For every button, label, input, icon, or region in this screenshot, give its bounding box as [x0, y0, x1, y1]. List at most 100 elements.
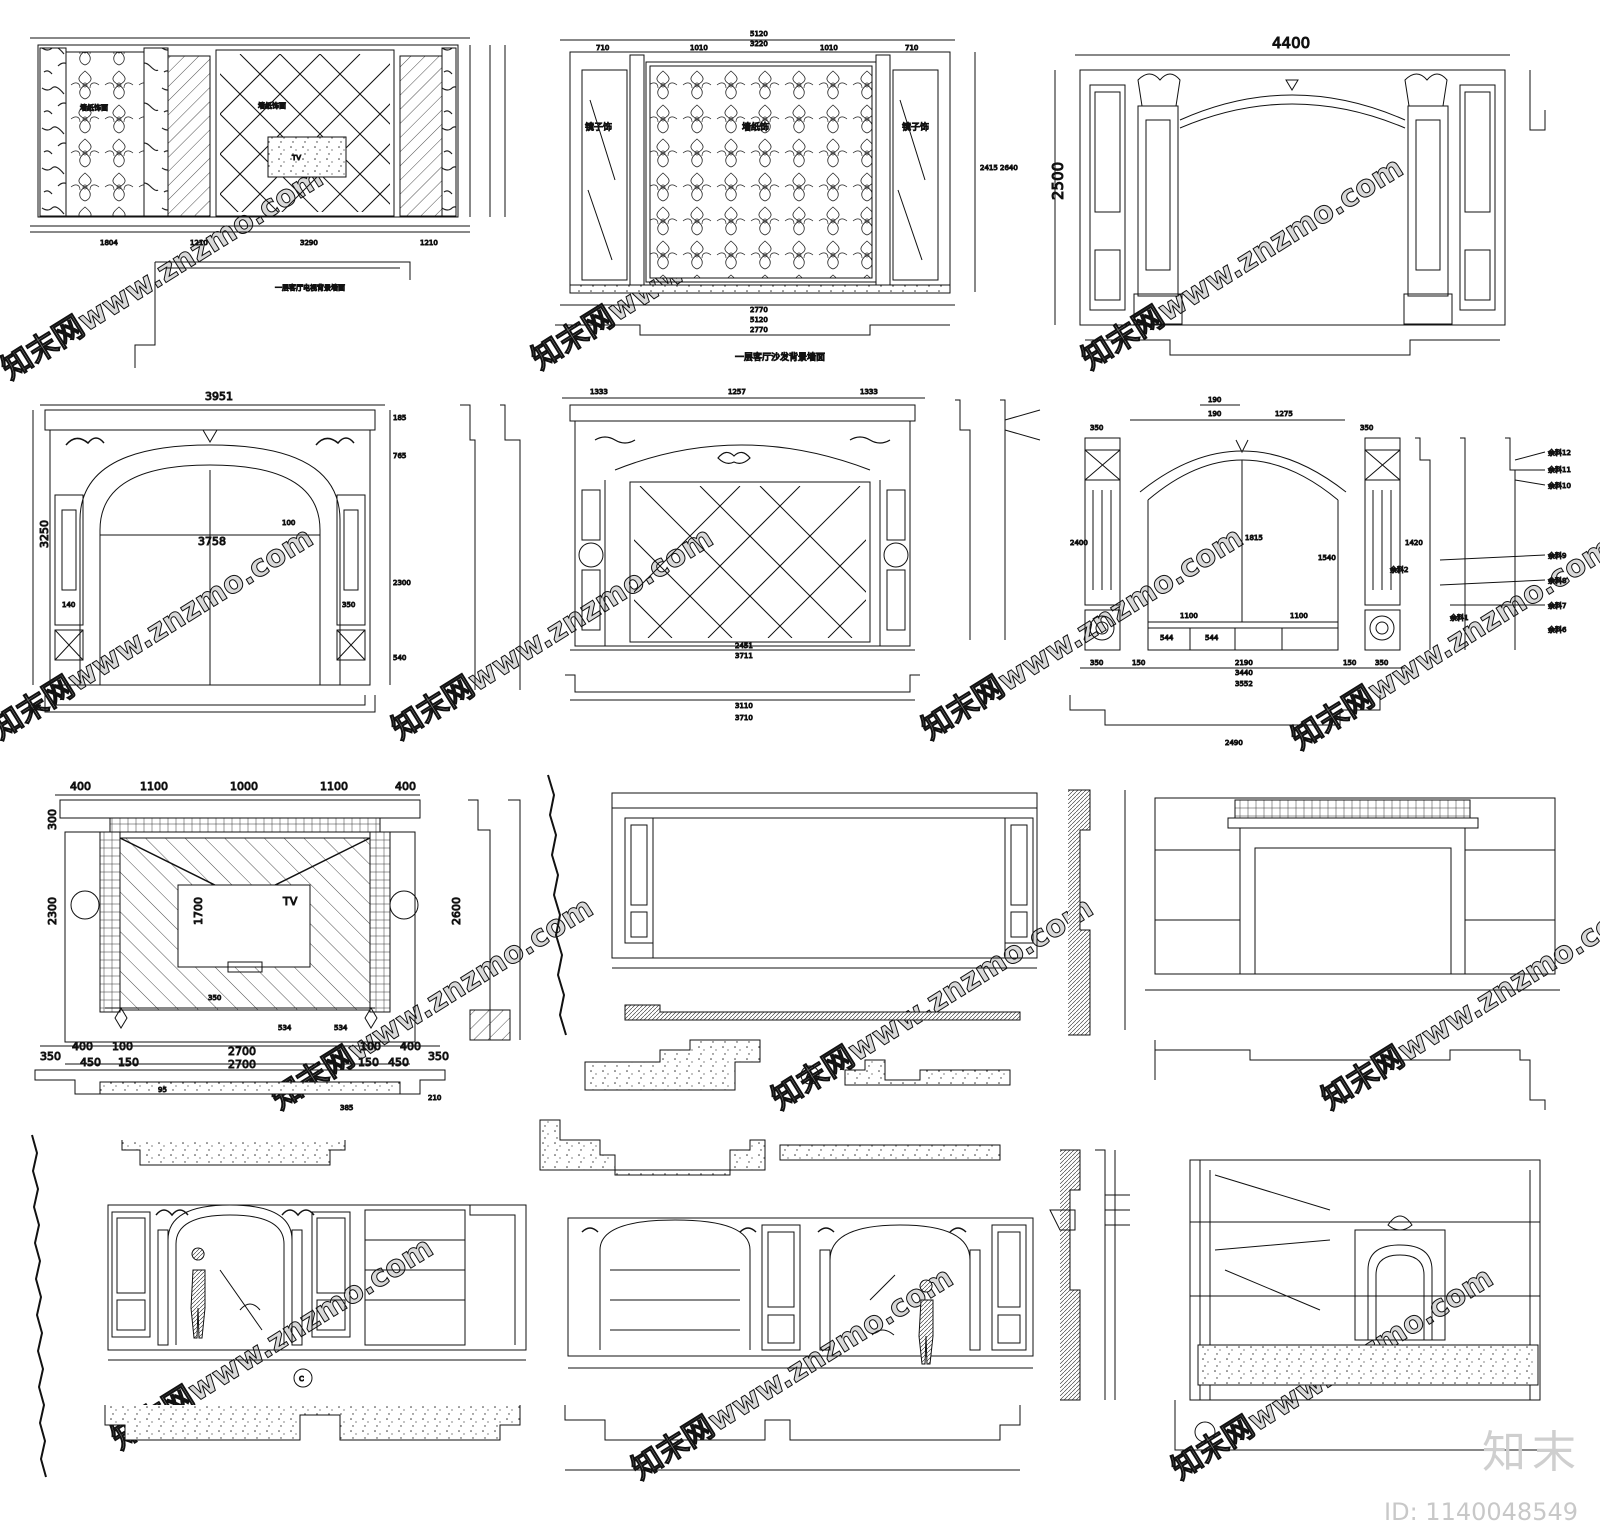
- dim: 350: [1375, 659, 1388, 667]
- dim: 3220: [750, 40, 768, 48]
- dim: 100: [282, 519, 295, 527]
- dim: 544: [1160, 634, 1174, 642]
- dim: 5120: [750, 316, 768, 324]
- dim: 1700: [192, 897, 205, 925]
- dim-width: 3951: [205, 390, 233, 403]
- panel-title: 一层客厅电视背景墙面: [275, 283, 345, 292]
- panel-framed-wall-sections: A: [547, 774, 1126, 1091]
- watermark: 知末网www.znzmo.com: [1316, 890, 1600, 1117]
- material-tag: 余料7: [1548, 601, 1566, 610]
- wallpaper-label: 墙纸饰面: [258, 101, 286, 110]
- material-tag: 余料1: [1450, 613, 1468, 622]
- dim: 100: [360, 1040, 381, 1053]
- dim: 1333: [590, 388, 608, 396]
- diamond-panel: [634, 486, 866, 638]
- dim: 350: [208, 994, 221, 1002]
- diamond-panel: [220, 54, 390, 212]
- watermark: 知末网www.znzmo.com: [386, 520, 720, 747]
- dim: 400: [70, 780, 91, 793]
- watermark: 知末网www.znzmo.com: [916, 520, 1250, 747]
- dim: 534: [278, 1024, 292, 1032]
- mirror-label: 镜子饰: [902, 121, 929, 133]
- dim: 150: [1343, 659, 1356, 667]
- dim: 140: [62, 601, 75, 609]
- panel-wide-arch-wall: [539, 1119, 1034, 1471]
- dim: 2300: [393, 579, 411, 587]
- dim: 350: [1090, 659, 1103, 667]
- wallpaper-label: 墙纸饰面: [80, 103, 108, 112]
- material-tag: 余料2: [1390, 565, 1408, 574]
- dim: 540: [393, 654, 406, 662]
- dim: 1010: [820, 44, 838, 52]
- panel-arch-wall-4400: 4400 2500: [1049, 34, 1546, 356]
- dim: 1420: [1405, 539, 1423, 547]
- dim: 765: [393, 452, 406, 460]
- dim: 2451: [735, 642, 753, 650]
- dim: 350: [40, 1050, 61, 1063]
- dim: 2700: [228, 1058, 256, 1071]
- watermark: 知末网www.znzmo.com: [626, 1260, 960, 1487]
- dim: 2300: [46, 897, 59, 925]
- dim: 1540: [1318, 554, 1336, 562]
- dim: 1100: [320, 780, 348, 793]
- dim: 190: [1208, 396, 1221, 404]
- dim: 2700: [228, 1045, 256, 1058]
- dim: 2770: [750, 326, 768, 334]
- wallpaper-label: 墙纸饰: [742, 121, 769, 133]
- dim: 2190: [1235, 659, 1253, 667]
- dim: 2770: [750, 306, 768, 314]
- dim: 544: [1205, 634, 1219, 642]
- dim: 150: [1132, 659, 1145, 667]
- panel-title: 一层客厅沙发背景墙面: [735, 351, 825, 363]
- dim: 1100: [1180, 612, 1198, 620]
- dim: 2490: [1225, 739, 1243, 747]
- panel-section-detail: [1049, 1149, 1130, 1401]
- dim: 2640: [1000, 164, 1018, 172]
- panel-arch-cabinet-wall: 190 190 1275 350 350 544 544 1100: [1069, 396, 1571, 748]
- material-tag: 余料6: [1548, 625, 1567, 634]
- dim: 350: [1360, 424, 1373, 432]
- dim: 210: [428, 1094, 441, 1102]
- dim: 2600: [450, 897, 463, 925]
- dim: 400: [72, 1040, 93, 1053]
- mirror-label: 镜子饰: [585, 121, 612, 133]
- dim: 2415: [980, 164, 998, 172]
- dim: 3711: [735, 652, 753, 660]
- panel-diamond-wall: 1333 1257 1333 2451 3711 3110 3710: [562, 388, 1041, 723]
- dim: 100: [112, 1040, 133, 1053]
- panel-fireplace-overview: [1174, 1159, 1541, 1451]
- dim: 400: [395, 780, 416, 793]
- dim: 1000: [230, 780, 258, 793]
- material-tag: 余料12: [1548, 448, 1571, 457]
- panel-arch-wall-figure: C: [31, 1134, 527, 1478]
- dim: 350: [428, 1050, 449, 1063]
- dim: 1210: [190, 239, 208, 247]
- material-tag: 余料8: [1548, 576, 1566, 585]
- dim: 185: [393, 414, 406, 422]
- dim: 1100: [140, 780, 168, 793]
- dim: 450: [388, 1056, 409, 1069]
- dim: 1210: [420, 239, 438, 247]
- dim: 1010: [690, 44, 708, 52]
- image-id: ID: 1140048549: [1384, 1498, 1578, 1526]
- dim: 3290: [300, 239, 318, 247]
- dim: 300: [46, 809, 59, 830]
- dim: 350: [1090, 424, 1103, 432]
- dim-height: 2500: [1049, 162, 1067, 200]
- section-marker: C: [299, 1375, 304, 1383]
- dim: 710: [596, 44, 609, 52]
- dim: 95: [158, 1086, 167, 1094]
- dim: 1333: [860, 388, 878, 396]
- watermark: 知末网www.znzmo.com: [0, 520, 320, 747]
- dim: 190: [1208, 410, 1221, 418]
- watermark: 知末网www.znzmo.com: [1076, 150, 1410, 377]
- dim-width: 4400: [1272, 34, 1310, 52]
- dim: 534: [334, 1024, 348, 1032]
- material-tag: 余料10: [1548, 481, 1571, 490]
- dim: 1275: [1275, 410, 1293, 418]
- dim: 3110: [735, 702, 753, 710]
- dim: 1815: [1245, 534, 1263, 542]
- dim-height: 3250: [38, 520, 51, 548]
- dim: 450: [80, 1056, 101, 1069]
